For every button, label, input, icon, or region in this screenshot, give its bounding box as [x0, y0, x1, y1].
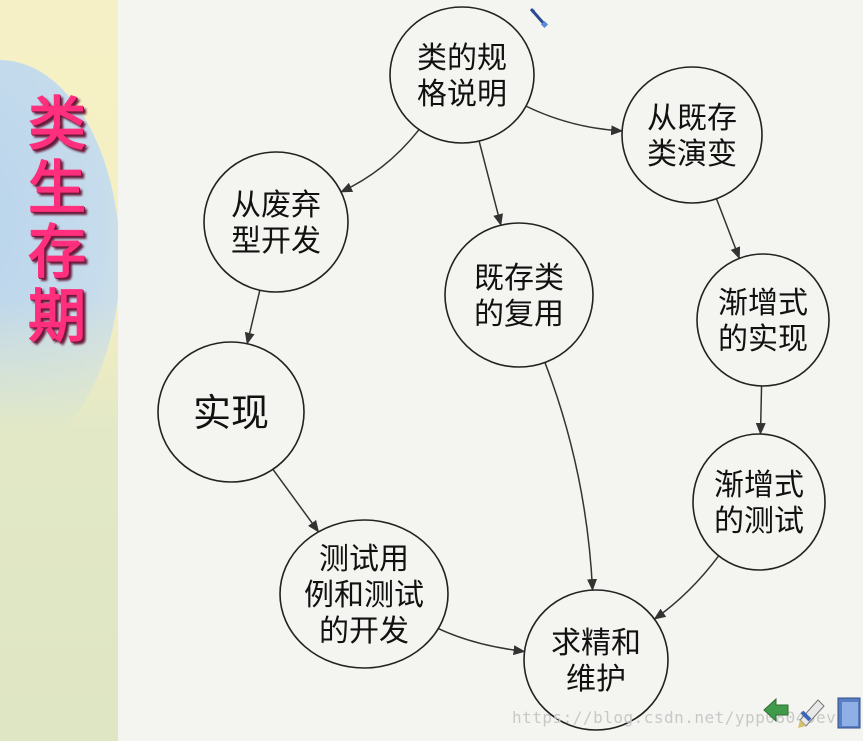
edge-class-spec-to-evolve-existing	[525, 105, 624, 136]
edge-class-spec-to-discard-prototype	[340, 129, 420, 193]
edge-discard-prototype-to-implementation	[244, 290, 261, 345]
title-char: 期	[27, 282, 86, 350]
node-label: 的复用	[474, 297, 564, 332]
edge-implementation-to-test-case-dev	[272, 468, 320, 533]
node-circle	[157, 341, 305, 483]
sidebar-green-shade	[0, 300, 118, 741]
node-label: 渐增式	[718, 286, 808, 321]
node-label: 的实现	[718, 322, 808, 357]
title-sidebar: 类生存期	[0, 0, 118, 741]
node-circle	[696, 253, 830, 387]
slide-title: 类生存期	[22, 92, 92, 348]
edge-test-case-dev-to-refine-maintain	[437, 627, 526, 656]
back-arrow-icon[interactable]	[763, 697, 789, 723]
edge-evolve-existing-to-incremental-impl	[715, 198, 741, 260]
book-icon[interactable]	[837, 697, 861, 729]
edge-class-spec-to-reuse-existing	[478, 140, 503, 227]
node-circle	[692, 433, 826, 571]
edge-incremental-impl-to-incremental-test	[755, 385, 766, 436]
node-label: 类的规	[417, 41, 507, 76]
navigation-icons	[763, 697, 861, 729]
pen-cursor-icon	[529, 8, 549, 29]
node-circle	[621, 66, 763, 204]
node-label: 实现	[193, 391, 269, 435]
title-char: 类	[27, 90, 86, 158]
title-char: 生	[27, 154, 86, 222]
node-circle	[444, 222, 594, 368]
node-circle	[279, 519, 449, 669]
node-label: 从废弃	[231, 188, 321, 223]
edge-incremental-test-to-refine-maintain	[653, 555, 720, 620]
node-label: 测试用	[319, 542, 409, 577]
node-label: 求精和	[551, 626, 641, 661]
node-label: 既存类	[474, 261, 564, 296]
node-label: 从既存	[647, 101, 737, 136]
edge-reuse-existing-to-refine-maintain	[544, 362, 598, 592]
node-circle	[203, 151, 349, 293]
node-label: 渐增式	[714, 468, 804, 503]
node-circle	[523, 589, 669, 731]
node-label: 型开发	[231, 224, 321, 259]
node-label: 维护	[566, 662, 626, 697]
node-label: 的开发	[319, 614, 409, 649]
node-label: 类演变	[647, 137, 737, 172]
node-circle	[389, 6, 535, 144]
title-char: 存	[27, 218, 86, 286]
node-label: 格说明	[417, 77, 507, 112]
node-implementation: 实现	[157, 341, 305, 483]
node-label: 例和测试	[304, 578, 424, 613]
pencil-icon[interactable]	[798, 699, 825, 728]
node-label: 的测试	[714, 504, 804, 539]
